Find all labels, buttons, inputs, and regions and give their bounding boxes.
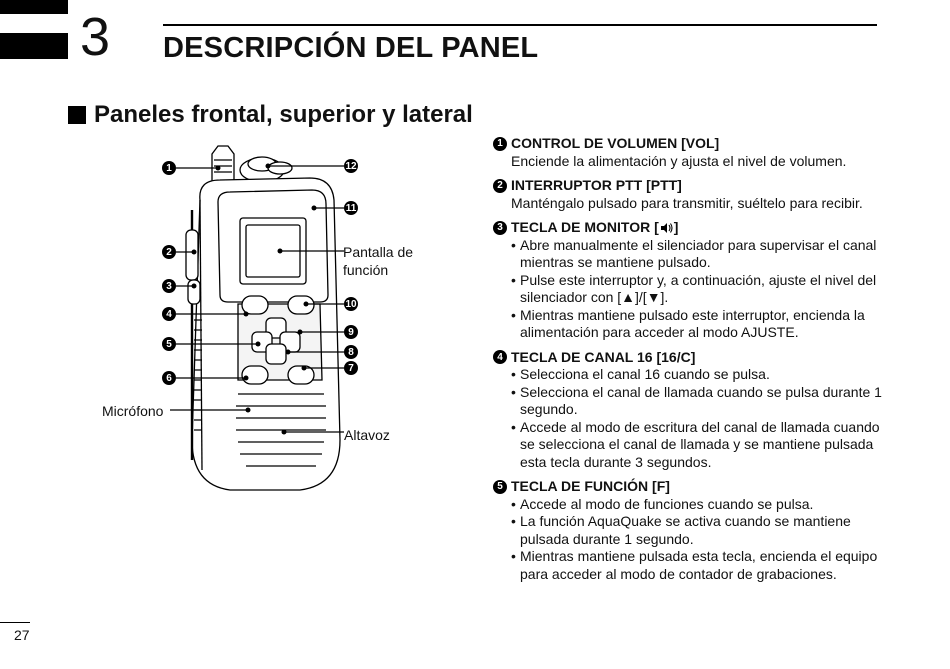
item-title: TECLA DE CANAL 16 [16/C] — [511, 348, 696, 365]
square-bullet-icon — [68, 106, 86, 124]
radio-drawing — [170, 145, 344, 491]
item-title: INTERRUPTOR PTT [PTT] — [511, 177, 682, 193]
callout-3: 3 — [162, 279, 176, 293]
chapter-tab-marker — [0, 0, 68, 59]
item-channel-16-key: 4 TECLA DE CANAL 16 [16/C] Selecciona el … — [493, 349, 893, 472]
callout-1: 1 — [162, 161, 176, 175]
radio-illustration: 1 12 11 2 3 4 5 6 10 9 8 7 Pantalla de f… — [100, 140, 490, 500]
list-item: Pulse este interruptor y, a continuación… — [511, 272, 893, 307]
chapter-title: DESCRIPCIÓN DEL PANEL — [163, 32, 539, 64]
list-item: Accede al modo de escritura del canal de… — [511, 419, 893, 472]
item-description: Enciende la alimentación y ajusta el niv… — [511, 152, 847, 169]
item-number: 5 — [493, 479, 507, 494]
item-volume-control: 1 CONTROL DE VOLUMEN [VOL] Enciende la al… — [493, 135, 893, 170]
item-number: 1 — [493, 136, 507, 151]
speaker-label: Altavoz — [344, 427, 390, 443]
item-monitor-key: 3 TECLA DE MONITOR [] Abre manualmente el… — [493, 219, 893, 342]
item-title-end: ] — [673, 219, 679, 235]
callout-9: 9 — [344, 325, 358, 339]
footer-rule — [0, 622, 30, 623]
list-item: Selecciona el canal 16 cuando se pulsa. — [511, 366, 893, 384]
callout-12: 12 — [344, 159, 358, 173]
item-ptt-switch: 2 INTERRUPTOR PTT [PTT] Manténgalo pulsad… — [493, 177, 893, 212]
callout-11: 11 — [344, 201, 358, 215]
item-title: CONTROL DE VOLUMEN [VOL] — [511, 135, 720, 151]
list-item: Mientras mantiene pulsado este interrupt… — [511, 307, 893, 342]
mic-label: Micrófono — [102, 403, 164, 419]
item-description: Manténgalo pulsado para transmitir, suél… — [511, 194, 863, 211]
display-label: Pantalla de función — [343, 244, 414, 278]
section-heading: Paneles frontal, superior y lateral — [68, 101, 473, 129]
callout-4: 4 — [162, 307, 176, 321]
list-item: La función AquaQuake se activa cuando se… — [511, 513, 893, 548]
item-title: TECLA DE MONITOR [ — [511, 219, 659, 235]
speaker-wave-icon — [660, 222, 673, 233]
panel-descriptions: 1 CONTROL DE VOLUMEN [VOL] Enciende la al… — [493, 135, 893, 590]
section-heading-text: Paneles frontal, superior y lateral — [94, 101, 473, 128]
item-number: 2 — [493, 178, 507, 193]
callout-8: 8 — [344, 345, 358, 359]
chapter-number: 3 — [80, 7, 111, 67]
title-rule — [163, 24, 877, 26]
callout-7: 7 — [344, 361, 358, 375]
callout-2: 2 — [162, 245, 176, 259]
list-item: Abre manualmente el silenciador para sup… — [511, 237, 893, 272]
callout-10: 10 — [344, 297, 358, 311]
item-number: 4 — [493, 350, 507, 365]
list-item: Mientras mantiene pulsada esta tecla, en… — [511, 548, 893, 583]
callout-5: 5 — [162, 337, 176, 351]
item-number: 3 — [493, 220, 507, 235]
page-number: 27 — [14, 627, 30, 643]
item-title: TECLA DE FUNCIÓN [F] — [511, 478, 670, 494]
list-item: Selecciona el canal de llamada cuando se… — [511, 384, 893, 419]
item-function-key: 5 TECLA DE FUNCIÓN [F] Accede al modo de … — [493, 478, 893, 583]
callout-6: 6 — [162, 371, 176, 385]
list-item: Accede al modo de funciones cuando se pu… — [511, 496, 893, 514]
